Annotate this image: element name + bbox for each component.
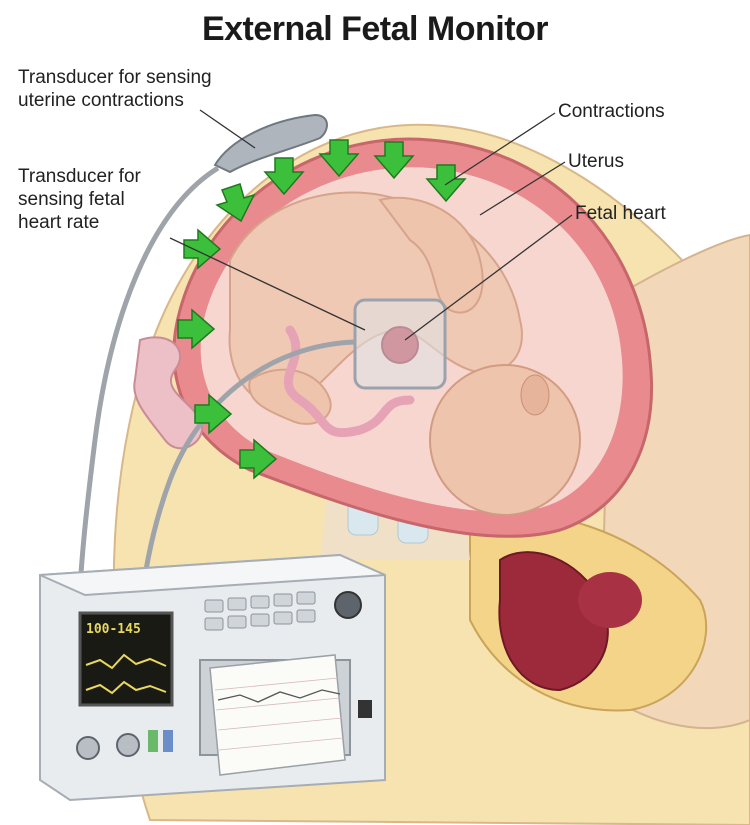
label-line: Transducer for xyxy=(18,165,141,188)
fetal-heart-transducer xyxy=(355,300,445,388)
connector-green xyxy=(148,730,158,752)
page-title: External Fetal Monitor xyxy=(0,10,750,49)
label-uterus: Uterus xyxy=(568,150,624,173)
label-fetal-heart: Fetal heart xyxy=(575,202,666,225)
power-switch xyxy=(358,700,372,718)
connector-blue xyxy=(163,730,173,752)
label-contractions: Contractions xyxy=(558,100,665,123)
label-fetal-transducer: Transducer for sensing fetal heart rate xyxy=(18,165,141,234)
screen-readout: 100-145 xyxy=(86,622,141,637)
fetus-head xyxy=(430,365,580,515)
monitor-device xyxy=(40,555,385,800)
label-uterine-transducer: Transducer for sensing uterine contracti… xyxy=(18,66,212,112)
label-line: heart rate xyxy=(18,211,141,234)
fetus-ear xyxy=(521,375,549,415)
rectum-inner xyxy=(578,572,642,628)
paper-roll xyxy=(210,655,345,775)
monitor-knob xyxy=(335,592,361,618)
connector xyxy=(117,734,139,756)
connector xyxy=(77,737,99,759)
label-line: sensing fetal xyxy=(18,188,141,211)
leader-uterine-transducer xyxy=(200,110,255,148)
label-line: Transducer for sensing xyxy=(18,66,212,89)
label-line: uterine contractions xyxy=(18,89,212,112)
